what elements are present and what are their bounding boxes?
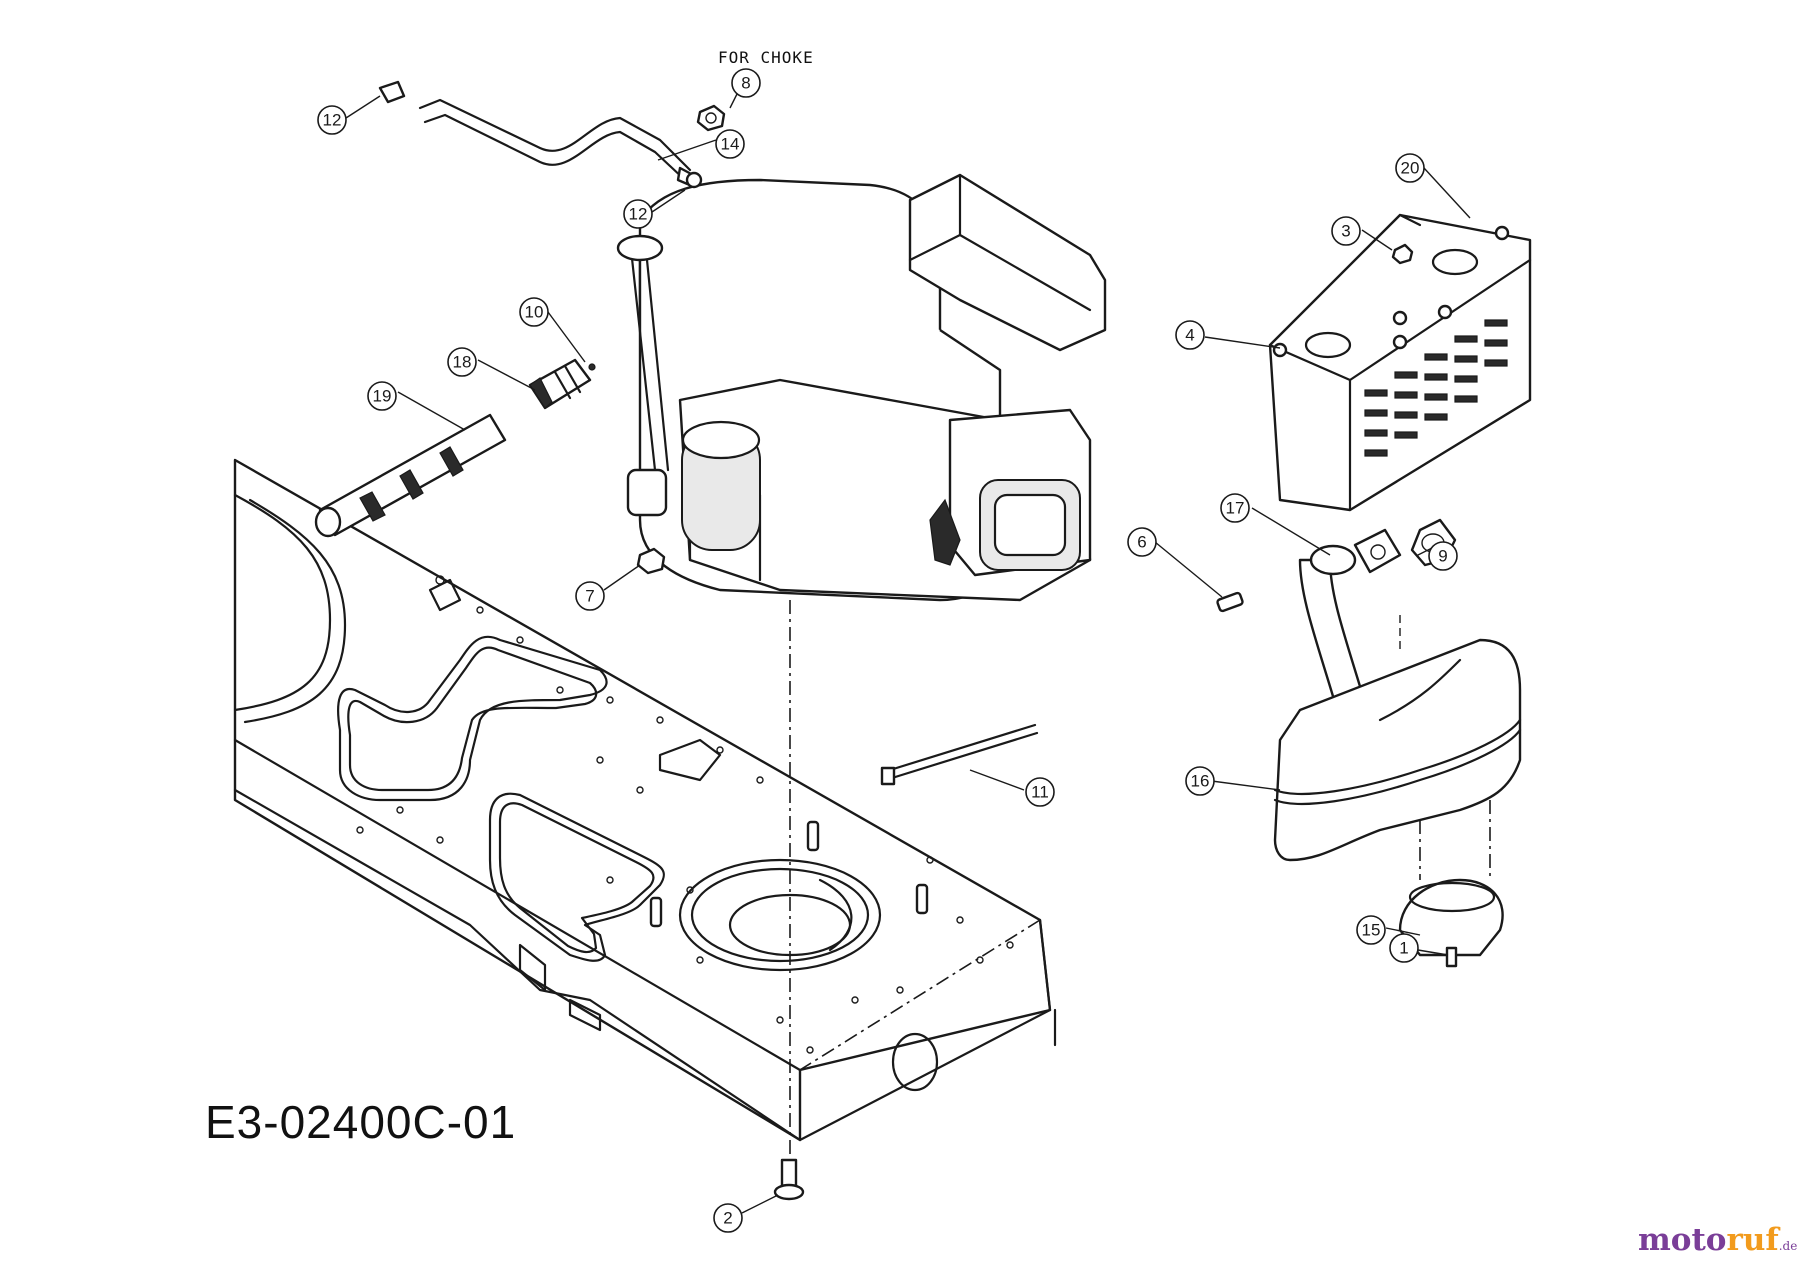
tube-19 <box>314 413 507 538</box>
svg-text:19: 19 <box>373 387 392 406</box>
callout-16: 16 <box>1185 766 1215 796</box>
svg-text:11: 11 <box>1031 783 1049 802</box>
svg-text:12: 12 <box>629 205 648 224</box>
fitting-18 <box>528 358 592 410</box>
svg-text:8: 8 <box>741 74 750 93</box>
callout-10: 10 <box>519 297 549 327</box>
choke-note: FOR CHOKE <box>718 48 814 67</box>
svg-text:10: 10 <box>525 303 544 322</box>
bolt-6 <box>1216 591 1244 613</box>
callout-6: 6 <box>1127 527 1157 557</box>
callout-7: 7 <box>575 581 605 611</box>
bolt-3 <box>1391 243 1414 265</box>
callout-12-lower: 12 <box>623 199 653 229</box>
tractor-frame <box>233 458 1057 1142</box>
svg-text:4: 4 <box>1185 326 1194 345</box>
screw-1 <box>1445 946 1458 968</box>
callout-18: 18 <box>447 347 477 377</box>
svg-text:16: 16 <box>1191 772 1210 791</box>
deflector-15 <box>1398 800 1504 957</box>
callout-1: 1 <box>1389 933 1419 963</box>
choke-tube <box>378 80 703 189</box>
frame-holes <box>356 575 1014 1054</box>
svg-text:1: 1 <box>1399 939 1408 958</box>
shield-slots <box>1364 319 1508 457</box>
svg-text:12: 12 <box>323 111 342 130</box>
callout-11: 11 <box>1025 777 1055 807</box>
screw-10 <box>588 363 596 371</box>
svg-text:15: 15 <box>1362 921 1381 940</box>
svg-text:20: 20 <box>1401 159 1420 178</box>
callout-leaders <box>345 87 1471 1214</box>
exhaust-pipe <box>1298 528 1402 722</box>
callout-14: 14 <box>715 129 745 159</box>
bolt-2 <box>773 1158 805 1201</box>
cable-tie-11 <box>880 723 1039 786</box>
engine <box>616 173 1401 1160</box>
heat-shield <box>1268 213 1532 512</box>
callout-17: 17 <box>1220 493 1250 523</box>
muffler <box>1273 638 1522 862</box>
callout-8: 8 <box>731 68 761 98</box>
callout-9: 9 <box>1428 541 1458 571</box>
svg-text:14: 14 <box>721 135 740 154</box>
svg-text:3: 3 <box>1341 222 1350 241</box>
callout-19: 19 <box>367 381 397 411</box>
callout-15: 15 <box>1356 915 1386 945</box>
svg-text:9: 9 <box>1438 547 1447 566</box>
drawing-code: E3-02400C-01 <box>205 1096 517 1148</box>
svg-text:2: 2 <box>723 1209 732 1228</box>
svg-text:6: 6 <box>1137 533 1146 552</box>
callout-4: 4 <box>1175 320 1205 350</box>
svg-text:17: 17 <box>1226 499 1245 518</box>
nut-7 <box>636 547 666 575</box>
callout-2: 2 <box>713 1203 743 1233</box>
callout-3: 3 <box>1331 216 1361 246</box>
callout-20: 20 <box>1395 153 1425 183</box>
svg-text:7: 7 <box>585 587 594 606</box>
callout-12-top: 12 <box>317 105 347 135</box>
watermark-logo: motoruf.de <box>1638 1222 1798 1258</box>
nut-8 <box>696 104 726 132</box>
svg-text:18: 18 <box>453 353 472 372</box>
